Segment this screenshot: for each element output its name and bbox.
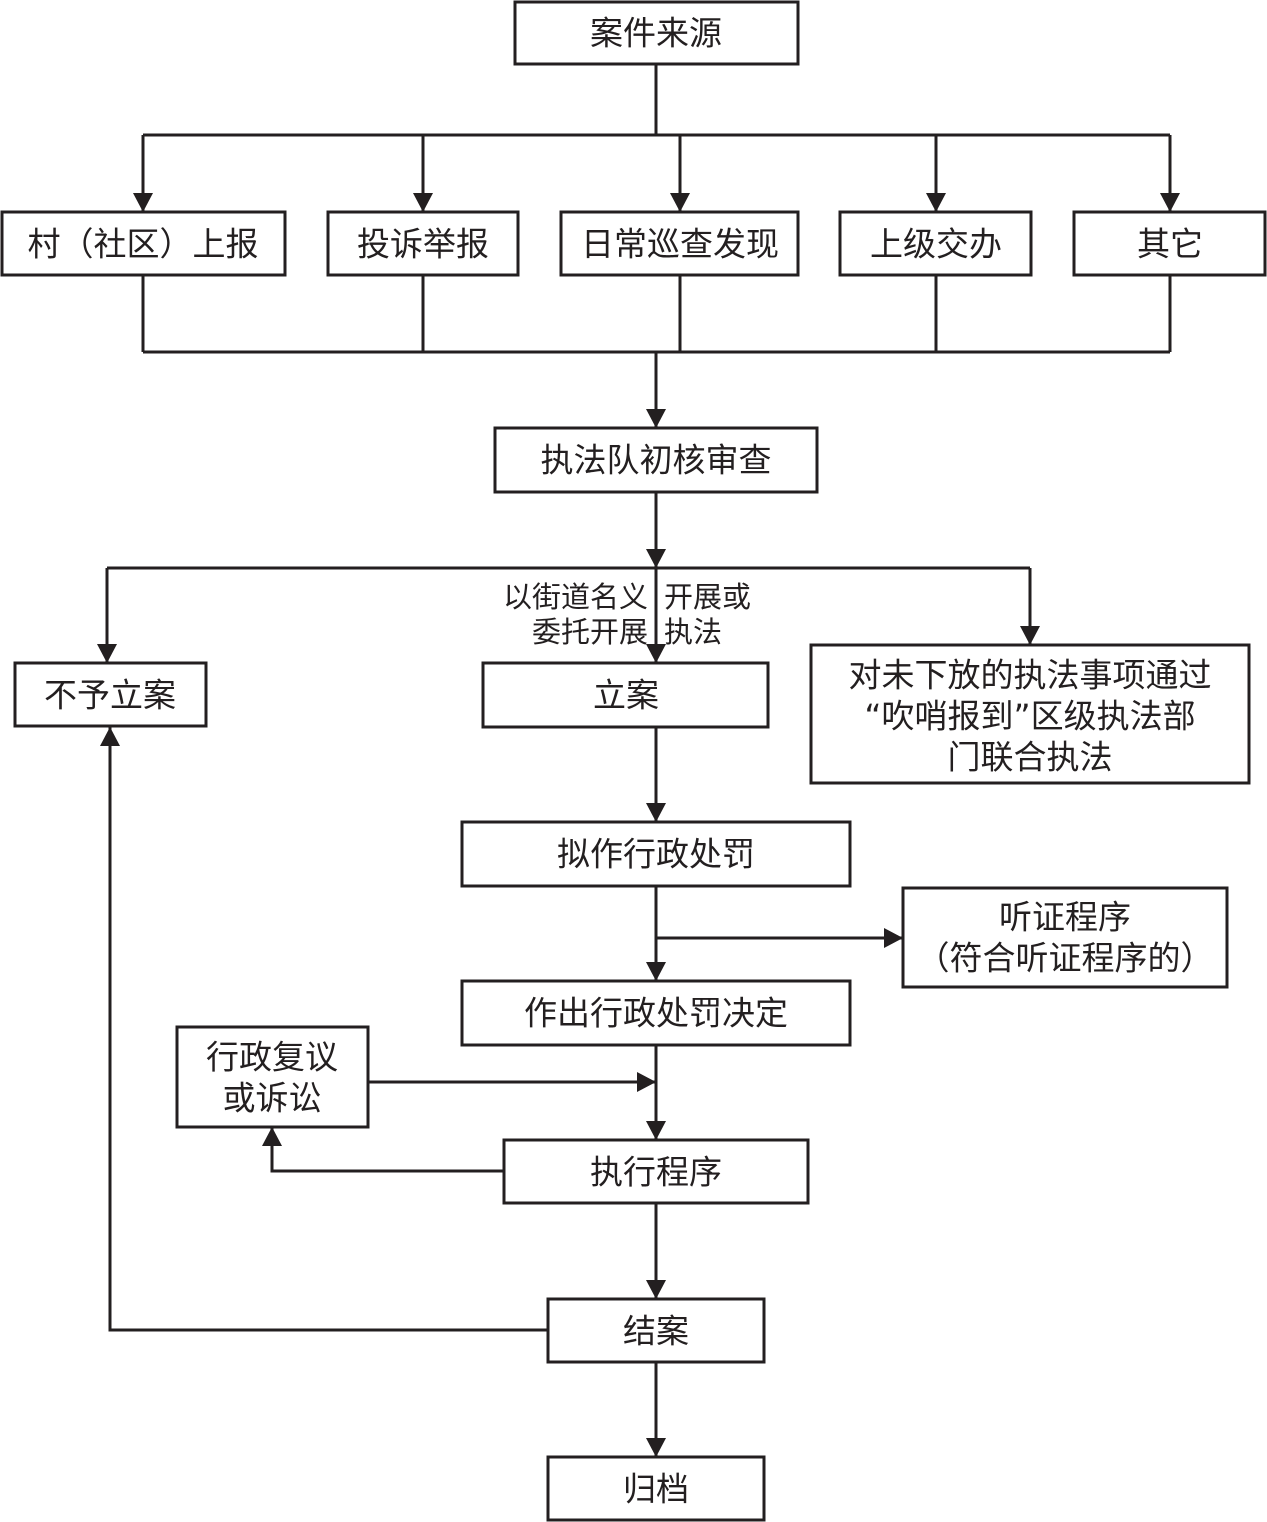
arrowhead [646, 962, 666, 981]
edge-execute-to-appeal [270, 1127, 504, 1173]
node-label: 立案 [593, 676, 659, 715]
arrowhead [646, 1280, 666, 1299]
edge-label-left-line-2: 委托开展 [532, 615, 648, 649]
node-label: 执法队初核审查 [541, 441, 772, 480]
node-label: 日常巡查发现 [581, 225, 779, 264]
node-label: 投诉举报 [357, 225, 489, 264]
connectors [97, 64, 1180, 1457]
node-superior: 上级交办 [838, 210, 1033, 277]
arrowhead [646, 803, 666, 822]
arrowhead [262, 1127, 282, 1146]
arrowhead [413, 193, 433, 212]
node-complaint: 投诉举报 [326, 210, 520, 277]
arrowhead [637, 1072, 656, 1092]
node-label: 归档 [623, 1470, 689, 1509]
node-label-line-1: 听证程序 [999, 898, 1131, 937]
arrowhead [133, 193, 153, 212]
node-archive: 归档 [546, 1455, 766, 1522]
node-label-line-2: （符合听证程序的） [917, 939, 1214, 978]
arrowhead [97, 644, 117, 663]
arrowhead [646, 1121, 666, 1140]
node-patrol: 日常巡查发现 [559, 210, 800, 277]
node-review: 执法队初核审查 [493, 426, 819, 494]
node-label-line-2: “吹哨报到”区级执法部 [864, 697, 1195, 736]
node-other: 其它 [1072, 210, 1267, 277]
node-label-line-2: 或诉讼 [223, 1079, 322, 1118]
node-label: 案件来源 [590, 14, 722, 53]
node-joint-enforcement: 对未下放的执法事项通过 “吹哨报到”区级执法部 门联合执法 [809, 643, 1251, 785]
edge-label-right-line-1: 开展或 [664, 580, 751, 614]
node-label-line-1: 对未下放的执法事项通过 [849, 656, 1212, 695]
node-label: 结案 [623, 1312, 689, 1351]
node-label: 执行程序 [590, 1153, 722, 1192]
edge-close-to-no-case [108, 727, 548, 1332]
node-label-line-3: 门联合执法 [948, 738, 1113, 777]
node-appeal: 行政复议 或诉讼 [175, 1025, 370, 1129]
arrowhead [926, 193, 946, 212]
arrowhead [670, 193, 690, 212]
node-label: 村（社区）上报 [28, 225, 259, 264]
node-file-case: 立案 [481, 661, 770, 729]
edge-label-right-line-2: 执法 [664, 615, 722, 649]
arrowhead [646, 409, 666, 428]
arrowhead [646, 644, 666, 663]
node-label: 其它 [1137, 225, 1203, 264]
node-source: 案件来源 [513, 0, 800, 66]
node-penalty-decision: 作出行政处罚决定 [460, 979, 852, 1047]
node-no-case: 不予立案 [13, 661, 208, 728]
node-village: 村（社区）上报 [0, 210, 287, 277]
node-label: 作出行政处罚决定 [524, 994, 788, 1033]
node-label: 不予立案 [44, 676, 176, 715]
edge-label-left-line-1: 以街道名义 [503, 580, 648, 614]
arrowhead [100, 727, 120, 746]
node-close-case: 结案 [546, 1297, 766, 1364]
edge-label-entrust: 以街道名义 委托开展 开展或 执法 [503, 580, 751, 649]
arrowhead [1160, 193, 1180, 212]
node-label: 拟作行政处罚 [557, 835, 755, 874]
arrowhead [646, 1438, 666, 1457]
arrowhead [884, 928, 903, 948]
arrowhead [1020, 626, 1040, 645]
node-execute: 执行程序 [502, 1138, 810, 1205]
node-hearing: 听证程序 （符合听证程序的） [901, 886, 1229, 989]
arrowhead [646, 549, 666, 568]
node-label: 上级交办 [870, 225, 1002, 264]
node-propose-penalty: 拟作行政处罚 [460, 820, 852, 888]
node-label-line-1: 行政复议 [206, 1038, 338, 1077]
